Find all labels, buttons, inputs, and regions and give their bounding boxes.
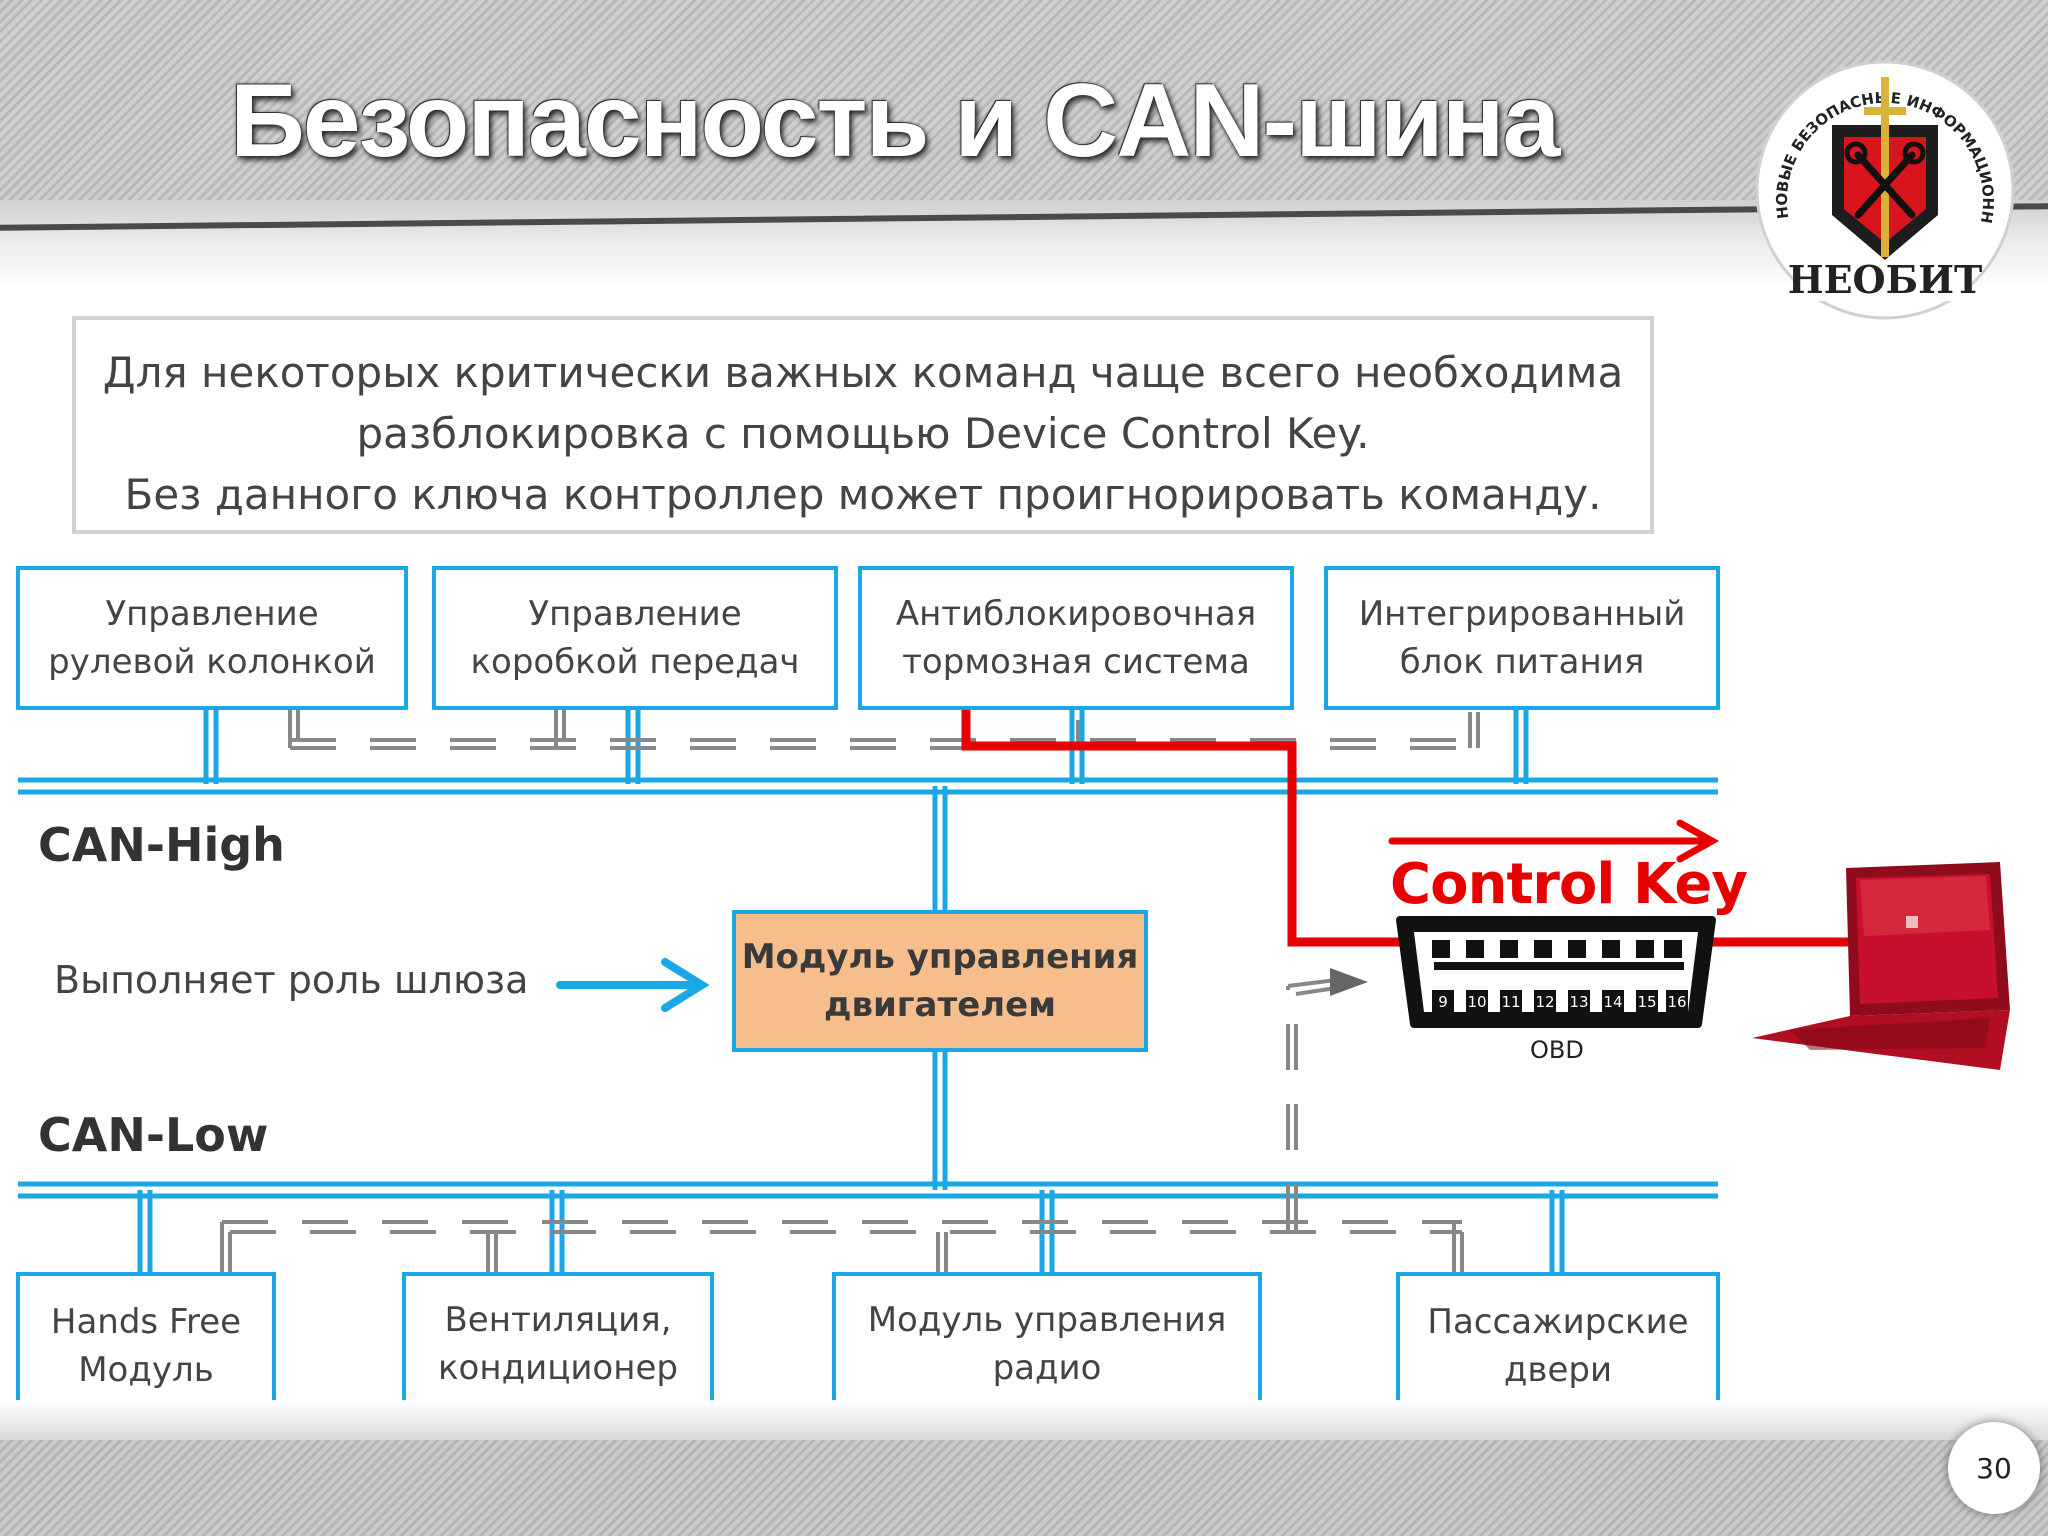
high-dashed-trace [288,710,1480,750]
obd-connector-icon: 9 10 11 12 13 14 15 16 [1396,916,1716,1028]
module-label-line2: рулевой колонкой [48,642,376,682]
low-dashed-trace [220,1220,1464,1274]
can-high-bus [18,777,1718,795]
footer-bar [0,1440,2048,1536]
module-label-line1: Антиблокировочная [895,594,1257,634]
logo-wordmark: НЕОБИТ [1788,257,1983,302]
module-gearbox: Управление коробкой передач [432,566,838,710]
module-label-line1: Модуль управления [741,937,1139,977]
module-label-line1: Интегрированный [1358,594,1686,634]
module-passenger-doors: Пассажирские двери [1396,1272,1720,1420]
page-number: 30 [1948,1422,2040,1514]
module-radio: Модуль управления радио [832,1272,1262,1416]
module-label-line2: радио [992,1348,1102,1388]
obd-pin-label: 12 [1535,993,1554,1011]
module-power-supply: Интегрированный блок питания [1324,566,1720,710]
obd-dashed-riser [1286,968,1368,1230]
engine-bus-links [932,786,948,1190]
module-label-line2: коробкой передач [470,642,800,682]
control-key-arrow-icon [1388,819,1720,863]
module-label-line2: Модуль [78,1350,214,1390]
gateway-text: Выполняет роль шлюза [54,958,529,1002]
neobit-logo: НОВЫЕ БЕЗОПАСНЫЕ ИНФОРМАЦИОННЫЕ ТЕХНОЛОГ… [1740,55,2015,320]
laptop-icon [1752,862,2010,1070]
module-label-line2: двери [1503,1350,1613,1390]
module-ventilation: Вентиляция, кондиционер [402,1272,714,1416]
control-key-label: Control Key [1390,852,1748,917]
gateway-arrow-icon [556,958,710,1012]
info-line-1: Для некоторых критически важных команд ч… [102,348,1624,397]
module-label-line2: тормозная система [902,642,1250,682]
info-box: Для некоторых критически важных команд ч… [72,316,1654,534]
can-low-label: CAN-Low [38,1108,269,1162]
obd-pin-label: 13 [1569,993,1588,1011]
info-line-2: разблокировка с помощью Device Control K… [356,409,1370,458]
module-steering-column: Управление рулевой колонкой [16,566,408,710]
obd-pin-label: 10 [1467,993,1486,1011]
key-icon [1844,141,1868,165]
obd-pin-label: 9 [1438,993,1448,1011]
module-engine-control: Модуль управления двигателем [732,910,1148,1052]
module-label-line1: Управление [528,594,742,634]
header-bar [0,0,2048,220]
module-label-line1: Вентиляция, [444,1300,672,1340]
module-label-line1: Управление [105,594,319,634]
module-abs: Антиблокировочная тормозная система [858,566,1294,710]
module-label-line2: кондиционер [438,1348,678,1388]
obd-arrow-icon [1330,968,1368,996]
module-label-line1: Модуль управления [867,1300,1227,1340]
obd-label: OBD [1530,1036,1584,1064]
obd-pin-label: 14 [1603,993,1622,1011]
module-label-line2: двигателем [823,985,1057,1025]
sword-icon [1881,77,1889,257]
obd-pin-label: 15 [1637,993,1656,1011]
module-label-line2: блок питания [1399,642,1645,682]
can-low-bus [18,1181,1718,1199]
slide-title: Безопасность и CAN-шина [230,63,1560,179]
module-label-line1: Hands Free [50,1302,242,1342]
obd-pin-label: 11 [1501,993,1520,1011]
info-line-3: Без данного ключа контроллер может проиг… [124,470,1602,519]
module-hands-free: Hands Free Модуль [16,1272,276,1420]
obd-pin-label: 16 [1667,993,1686,1011]
can-high-label: CAN-High [38,818,285,872]
module-label-line1: Пассажирские [1427,1302,1689,1342]
